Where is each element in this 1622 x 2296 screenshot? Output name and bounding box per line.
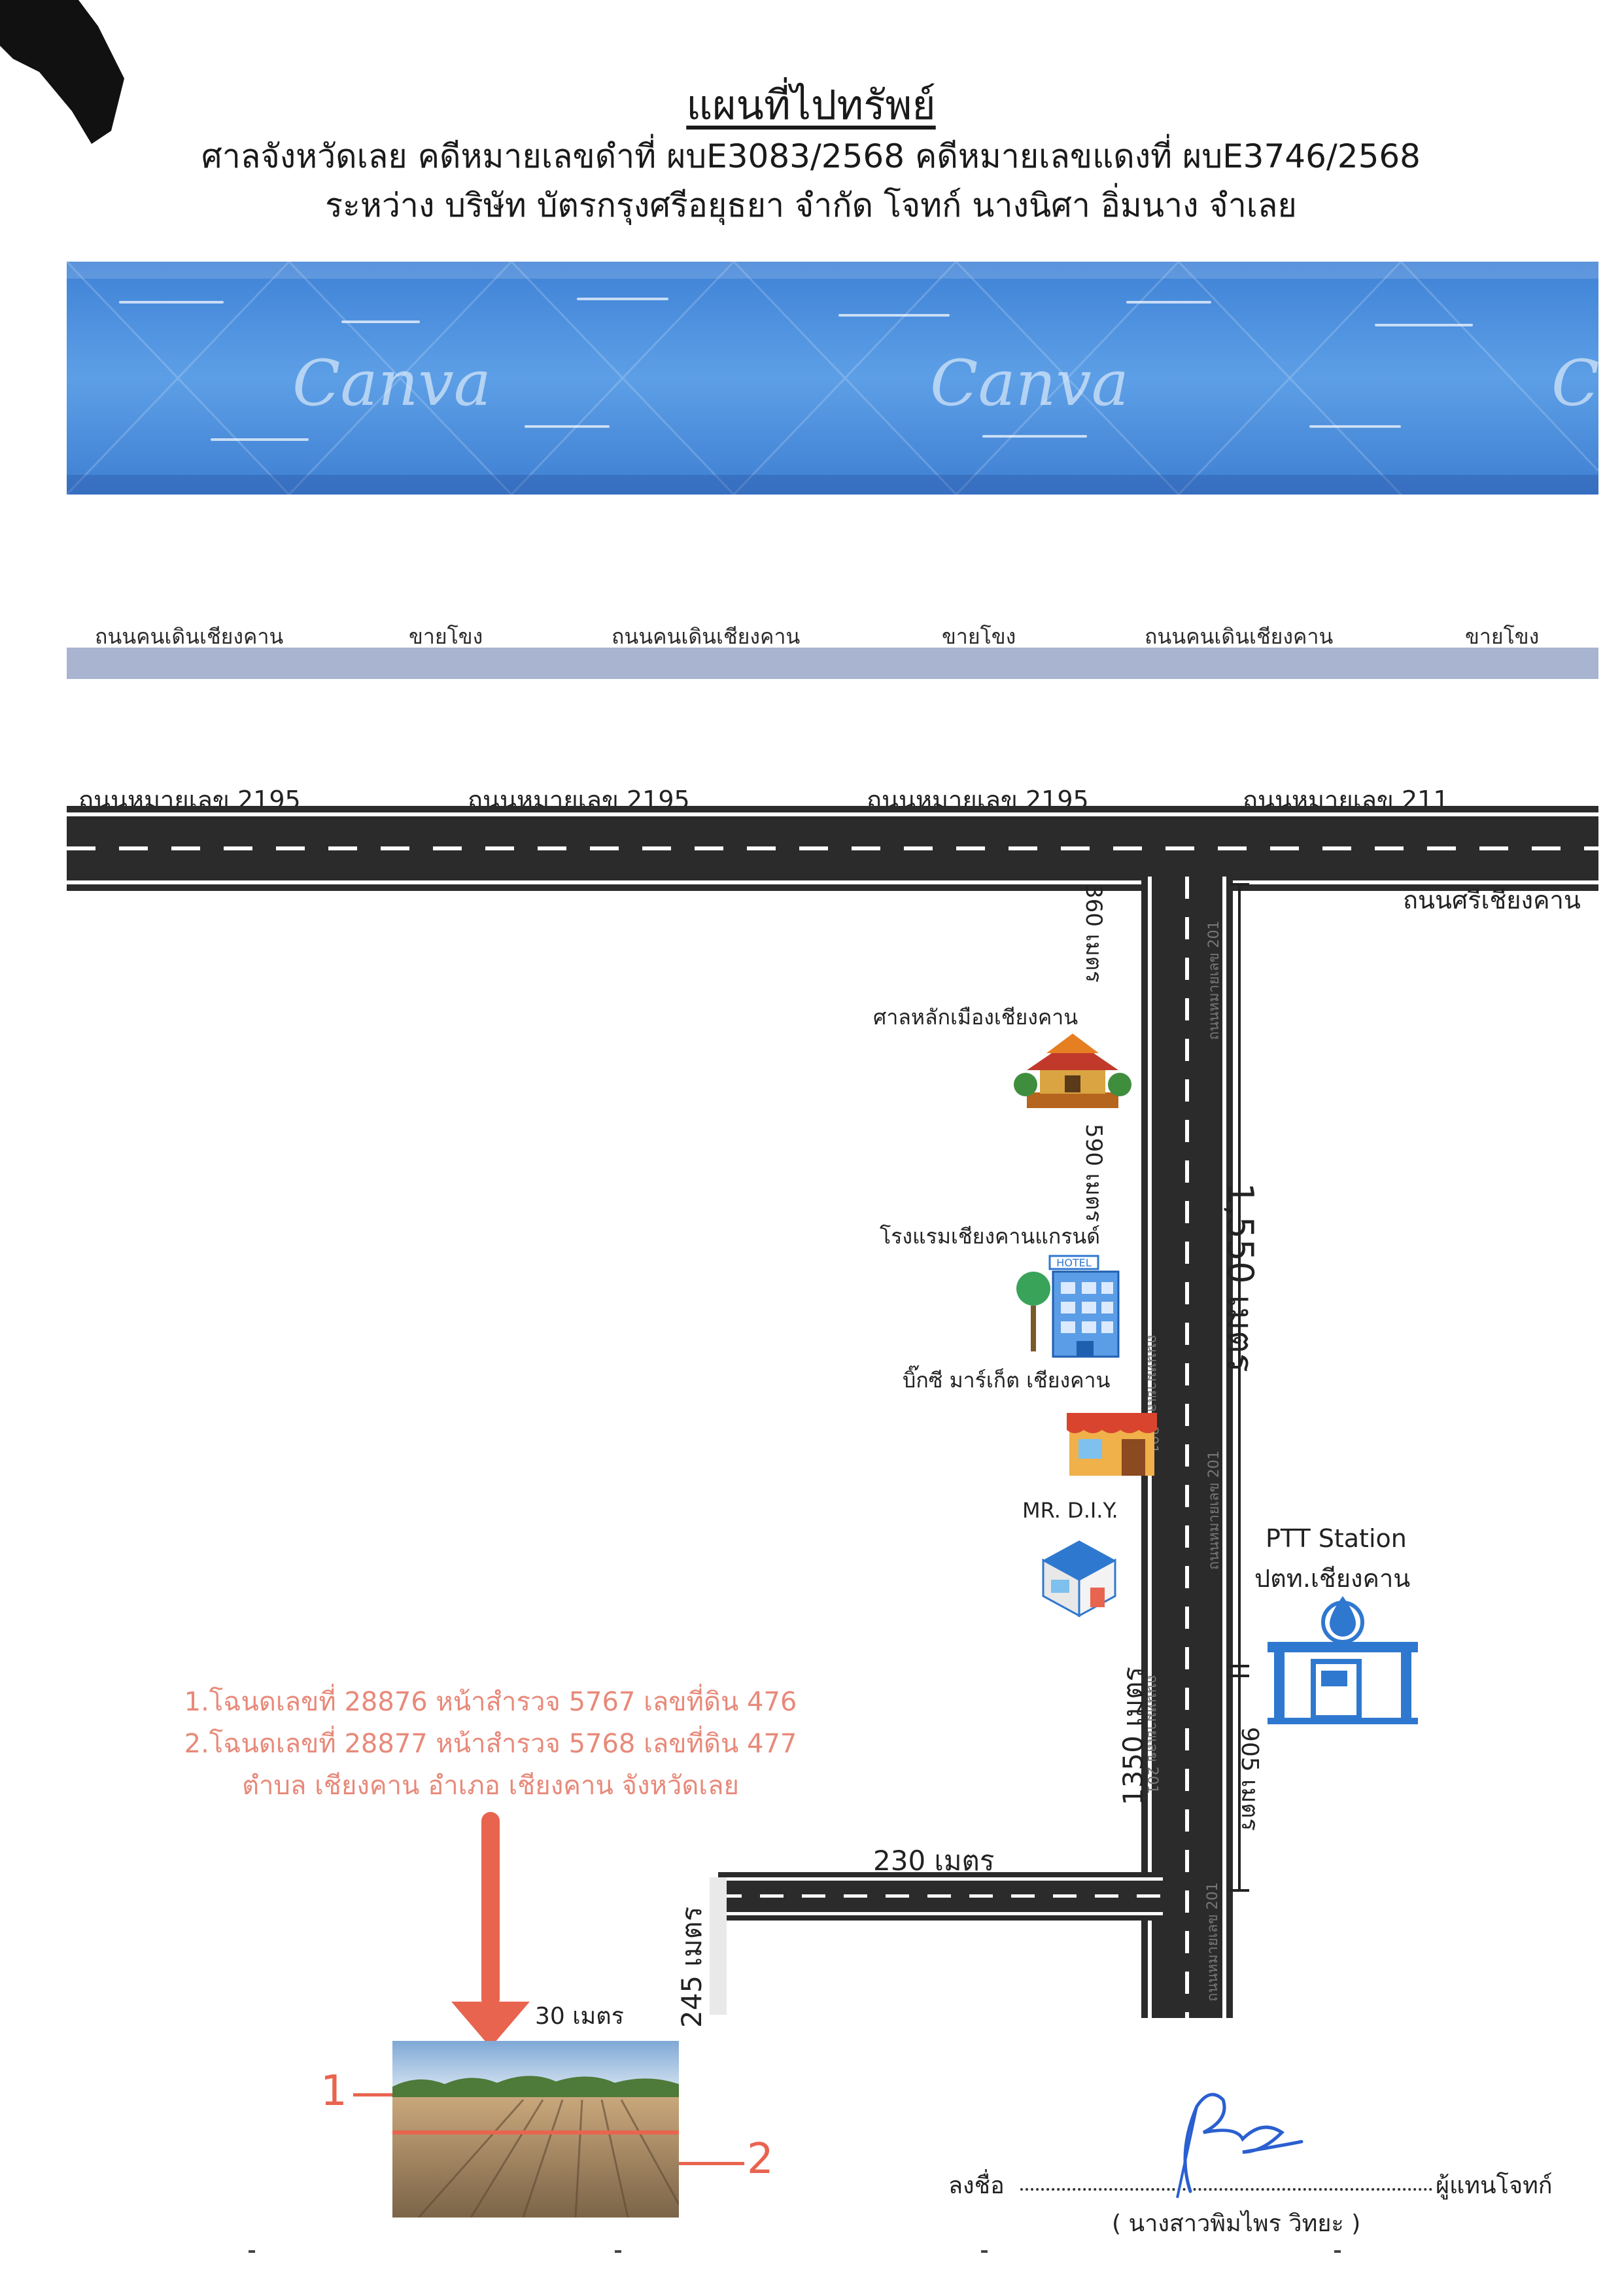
handwritten-signature — [1176, 2093, 1303, 2199]
road-201-label: ถนนหมายเลข 201 — [1205, 1882, 1221, 2002]
road-201-label: ถนนหมายเลข 201 — [1206, 920, 1222, 1040]
scan-smudge — [0, 0, 124, 144]
shrine-icon — [1014, 1034, 1131, 1108]
walking-street-band — [67, 648, 1598, 679]
plot-1-leader — [353, 2093, 392, 2096]
dimension-tick — [1230, 1889, 1249, 1892]
deed-info: 1.โฉนดเลขที่ 28876 หน้าสำรวจ 5767 เลขที่… — [78, 1681, 903, 1807]
side-road-label: ถนนศรีเชียงคาน — [1403, 886, 1581, 914]
access-road-stub — [710, 1877, 727, 2015]
case-number-line: ศาลจังหวัดเลย คดีหมายเลขดำที่ ผบE3083/25… — [201, 137, 1421, 175]
land-photo — [392, 2041, 679, 2218]
diy-label: MR. D.I.Y. — [1022, 1498, 1118, 1523]
parties-line: ระหว่าง บริษัท บัตรกรุงศรีอยุธยา จำกัด โ… — [325, 186, 1297, 224]
distance-1350: 1350 เมตร — [1117, 1666, 1149, 1805]
distance-30: 30 เมตร — [535, 2003, 625, 2030]
road-201-label: ถนนหมายเลข 201 — [1206, 1450, 1222, 1570]
access-road — [718, 1877, 1163, 1915]
hotel-icon: HOTEL — [1016, 1255, 1120, 1358]
page-title: แผนที่ไปทรัพย์ — [686, 81, 936, 129]
main-road-2195 — [67, 812, 1598, 884]
dimension-line — [1238, 883, 1241, 1890]
scan-speck — [615, 2250, 621, 2253]
distance-1550: 1,550 เมตร — [1213, 1183, 1269, 1372]
dimension-tick — [1230, 1675, 1249, 1677]
market-label: บิ๊กซี มาร์เก็ต เชียงคาน — [903, 1368, 1111, 1393]
ptt-label-th: ปตท.เชียงคาน — [1254, 1564, 1411, 1593]
plot-2-leader — [679, 2162, 744, 2165]
walking-street-label: ขายโขง — [1465, 624, 1540, 649]
walking-street-label: ถนนคนเดินเชียงคาน — [1145, 624, 1334, 649]
walking-street-label: ถนนคนเดินเชียงคาน — [95, 624, 284, 649]
walking-street-label: ขายโขง — [942, 624, 1016, 649]
signature-suffix: ผู้แทนโจทก์ — [1436, 2172, 1553, 2199]
canva-watermark: Canva — [930, 347, 1129, 420]
walking-street-label: ถนนคนเดินเชียงคาน — [612, 624, 801, 649]
scan-speck — [1334, 2250, 1341, 2253]
deed-location: ตำบล เชียงคาน อำเภอ เชียงคาน จังหวัดเลย — [242, 1771, 739, 1801]
distance-360: 360 เมตร — [1080, 884, 1107, 983]
distance-905: 905 เมตร — [1236, 1727, 1263, 1831]
scan-speck — [981, 2250, 988, 2253]
signatory-name: ( นางสาวพิมไพร วิทยะ ) — [1112, 2210, 1361, 2237]
signature-prefix: ลงชื่อ — [948, 2172, 1005, 2199]
shrine-label: ศาลหลักเมืองเชียงคาน — [873, 1005, 1078, 1030]
dimension-tick — [1230, 883, 1249, 886]
deed-line-1: 1.โฉนดเลขที่ 28876 หน้าสำรวจ 5767 เลขที่… — [184, 1687, 797, 1717]
canva-watermark: C — [1551, 347, 1598, 420]
plot-2-number: 2 — [747, 2135, 774, 2183]
hotel-label: โรงแรมเชียงคานแกรนด์ — [880, 1224, 1101, 1249]
signature-dots — [1020, 2188, 1432, 2191]
ptt-station-icon — [1268, 1596, 1418, 1724]
road-label: ถนนหมายเลข 2195 — [468, 786, 690, 814]
distance-245: 245 เมตร — [676, 1906, 708, 2028]
canva-watermark: Canva — [292, 347, 491, 420]
walking-street-label: ขายโขง — [409, 624, 483, 649]
road-label: ถนนหมายเลข 2195 — [78, 786, 301, 814]
scan-speck — [249, 2250, 255, 2253]
diy-store-icon — [1042, 1540, 1116, 1618]
svg-text:HOTEL: HOTEL — [1056, 1257, 1092, 1269]
distance-230: 230 เมตร — [873, 1845, 995, 1877]
river-pattern — [67, 262, 1598, 495]
market-icon — [1067, 1413, 1157, 1476]
distance-590: 590 เมตร — [1080, 1124, 1107, 1223]
ptt-label-en: PTT Station — [1266, 1524, 1407, 1553]
road-label: ถนนหมายเลข 211 — [1243, 786, 1449, 814]
deed-line-2: 2.โฉนดเลขที่ 28877 หน้าสำรวจ 5768 เลขที่… — [184, 1729, 797, 1759]
dimension-tick — [1230, 1665, 1249, 1667]
plot-1-number: 1 — [320, 2067, 347, 2115]
pointer-arrow-head — [451, 2002, 530, 2047]
mekong-river: Canva Canva C — [67, 262, 1598, 495]
road-label: ถนนหมายเลข 2195 — [867, 786, 1089, 814]
pointer-arrow — [481, 1812, 500, 2008]
